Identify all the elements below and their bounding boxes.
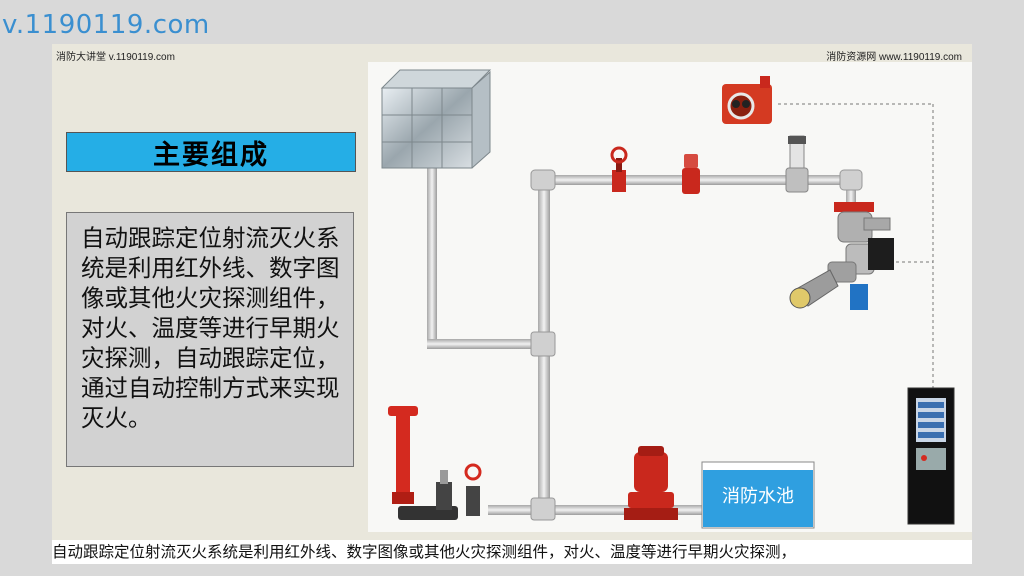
fire-detector-icon xyxy=(722,76,772,124)
control-cabinet-icon xyxy=(908,388,954,524)
pool-label: 消防水池 xyxy=(702,462,814,528)
solenoid-valve-icon xyxy=(786,136,808,192)
description-text: 自动跟踪定位射流灭火系统是利用红外线、数字图像或其他火灾探测组件，对火、温度等进… xyxy=(81,223,343,433)
header-left-text: 消防大讲堂 v.1190119.com xyxy=(56,48,175,63)
section-title-box: 主要组成 xyxy=(66,132,356,172)
site-watermark: v.1190119.com xyxy=(2,10,210,40)
water-cannon-icon xyxy=(790,202,894,310)
system-diagram xyxy=(368,62,972,532)
header-right-text: 消防资源网 www.1190119.com xyxy=(826,48,962,63)
fire-pump-icon xyxy=(624,446,678,520)
description-box: 自动跟踪定位射流灭火系统是利用红外线、数字图像或其他火灾探测组件，对火、温度等进… xyxy=(66,212,354,467)
slide: 消防大讲堂 v.1190119.com 消防资源网 www.1190119.co… xyxy=(52,44,972,564)
alarm-check-valve-icon xyxy=(682,154,700,194)
subtitle-text: 自动跟踪定位射流灭火系统是利用红外线、数字图像或其他火灾探测组件，对火、温度等进… xyxy=(52,540,972,564)
fire-hydrant-icon xyxy=(388,406,480,520)
water-tank-icon xyxy=(382,70,490,168)
signal-butterfly-valve-icon xyxy=(612,148,626,192)
section-title: 主要组成 xyxy=(153,133,269,172)
